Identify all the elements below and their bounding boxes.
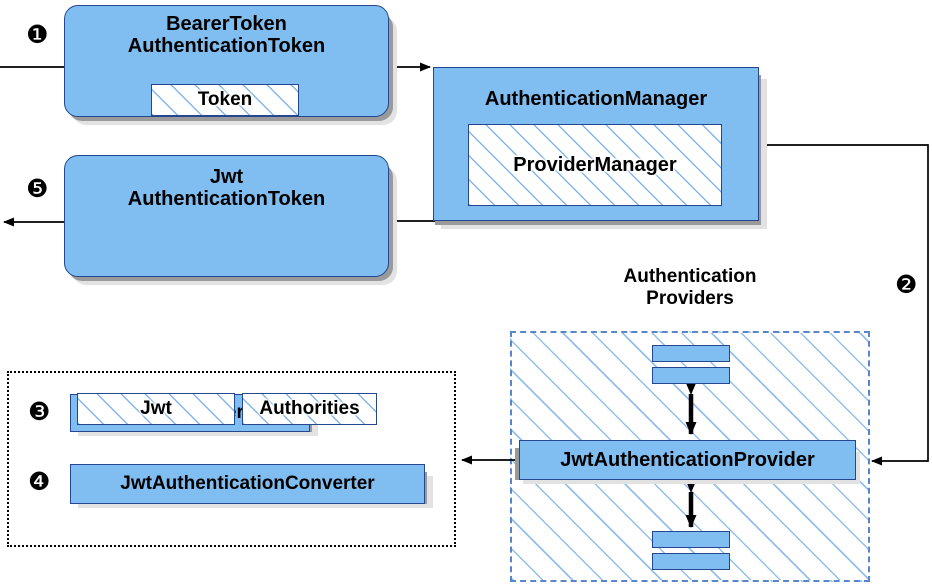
token-panel[interactable]: Token bbox=[151, 84, 299, 116]
token-label: Token bbox=[197, 89, 253, 110]
jwt-authentication-token-title: Jwt AuthenticationToken bbox=[127, 166, 326, 211]
jwt-authentication-provider-node[interactable]: JwtAuthenticationProvider bbox=[519, 440, 856, 480]
authentication-providers-label: Authentication Providers bbox=[623, 266, 757, 309]
authentication-manager-title: AuthenticationManager bbox=[484, 88, 708, 110]
jwt-authentication-token-node[interactable]: Jwt AuthenticationToken Jwt Authorities bbox=[64, 155, 389, 425]
step-marker-1: ❶ bbox=[26, 20, 49, 49]
bearer-token-title: BearerToken AuthenticationToken bbox=[127, 13, 326, 58]
bearer-token-authentication-token-node[interactable]: BearerToken AuthenticationToken Token bbox=[64, 5, 389, 117]
jwt-authentication-converter-node[interactable]: JwtAuthenticationConverter bbox=[70, 464, 425, 504]
provider-bar-bottom-2 bbox=[652, 553, 730, 570]
jwt-authentication-provider-label: JwtAuthenticationProvider bbox=[560, 448, 815, 471]
provider-manager-label: ProviderManager bbox=[513, 153, 677, 176]
provider-bar-top-2 bbox=[652, 367, 730, 384]
authorities-label: Authorities bbox=[259, 398, 360, 419]
jwt-authentication-converter-label: JwtAuthenticationConverter bbox=[120, 473, 375, 494]
jwt-label: Jwt bbox=[140, 398, 172, 419]
provider-bar-top-1 bbox=[652, 345, 730, 362]
step-marker-3: ❸ bbox=[28, 397, 51, 426]
step-marker-2: ❷ bbox=[895, 270, 918, 299]
provider-bar-bottom-1 bbox=[652, 531, 730, 548]
jwt-panel[interactable]: Jwt bbox=[77, 393, 235, 425]
authorities-panel[interactable]: Authorities bbox=[242, 393, 377, 425]
step-marker-5: ❺ bbox=[26, 174, 49, 203]
provider-manager-panel[interactable]: ProviderManager bbox=[468, 124, 722, 206]
step-marker-4: ❹ bbox=[28, 467, 51, 496]
